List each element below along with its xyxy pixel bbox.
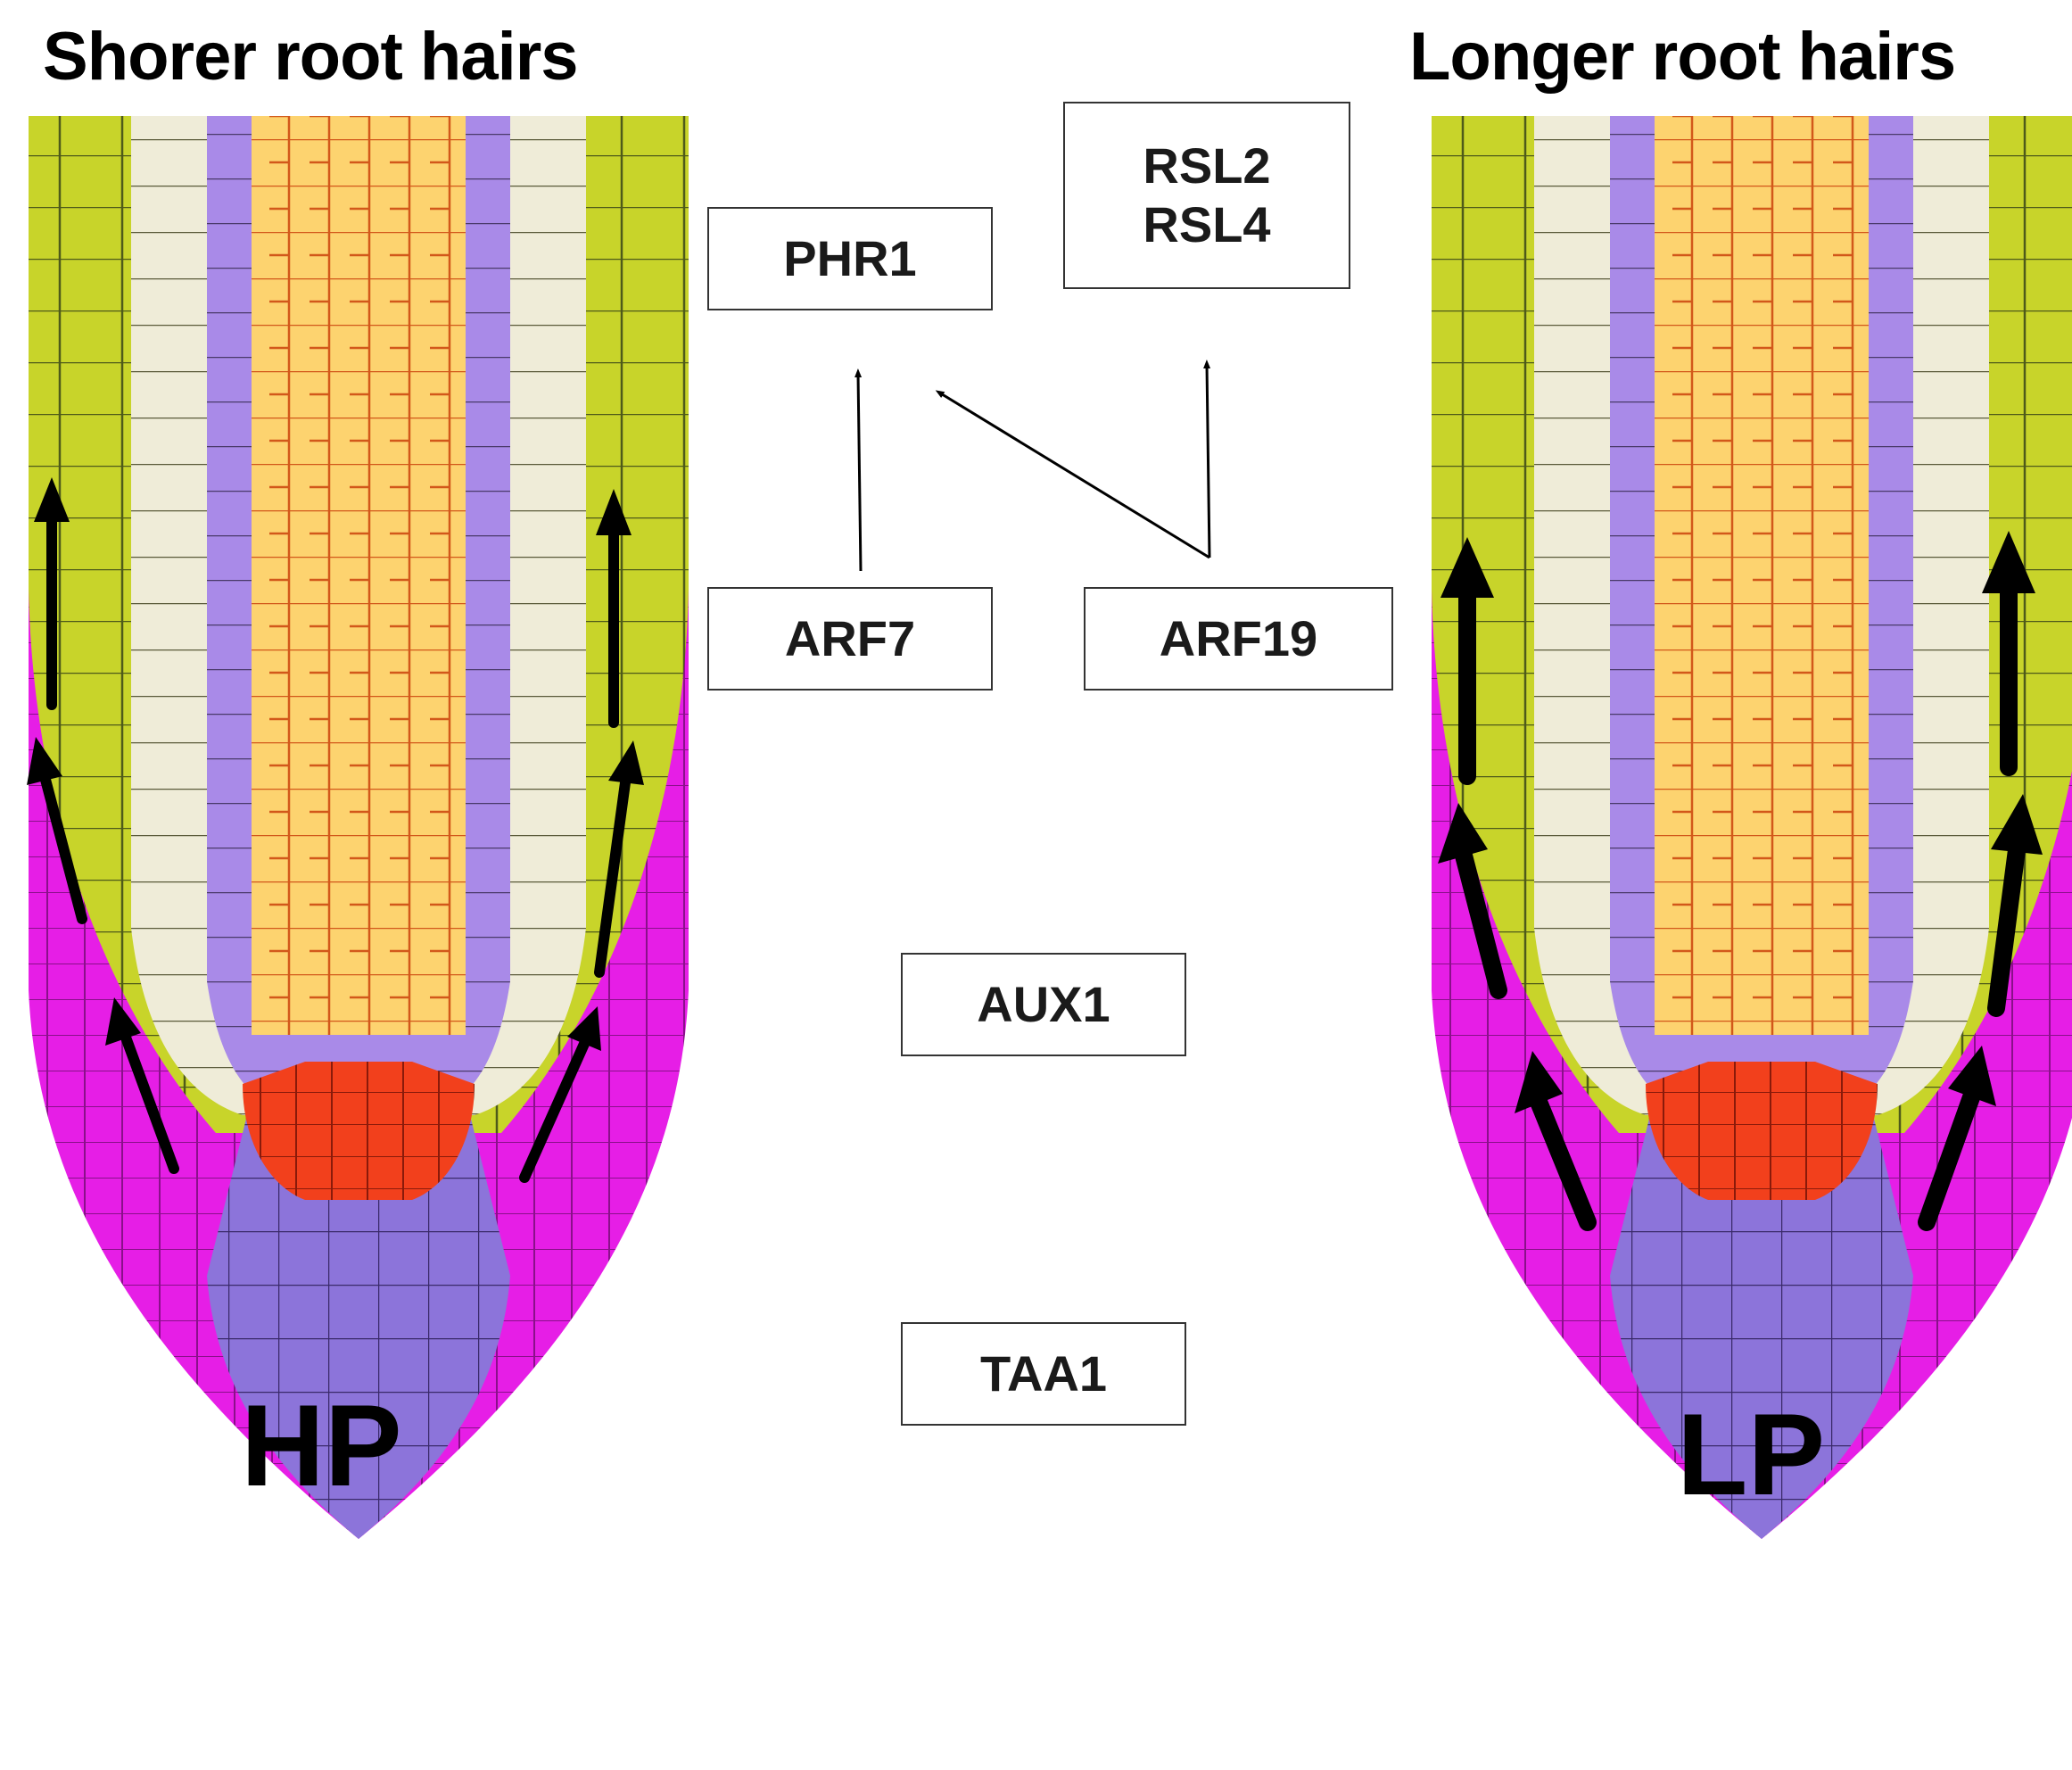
gene-box-arf7: ARF7 (707, 587, 993, 691)
root-tip-lp (1432, 116, 2072, 1539)
condition-label-hp: HP (241, 1380, 402, 1510)
auxin-flow-arrows-hp (27, 477, 644, 1183)
root-tip-hp (29, 116, 689, 1539)
gene-box-rsl2-rsl4: RSL2 RSL4 (1063, 102, 1350, 289)
gene-box-arf19: ARF19 (1084, 587, 1393, 691)
regulation-arrows (854, 360, 1211, 572)
arf7-to-phr1-arrow (854, 368, 863, 572)
gene-box-aux1: AUX1 (901, 953, 1186, 1056)
gene-box-phr1: PHR1 (707, 207, 993, 310)
title-longer-root-hairs: Longer root hairs (1409, 19, 1956, 95)
title-shorter-root-hairs: Shorer root hairs (43, 19, 579, 95)
arf19-to-phr1-arrow (935, 390, 1210, 559)
auxin-flow-arrows-lp (1438, 531, 2043, 1231)
condition-label-lp: LP (1677, 1389, 1826, 1519)
gene-box-taa1: TAA1 (901, 1322, 1186, 1426)
arf19-to-rsl-arrow (1203, 360, 1211, 558)
